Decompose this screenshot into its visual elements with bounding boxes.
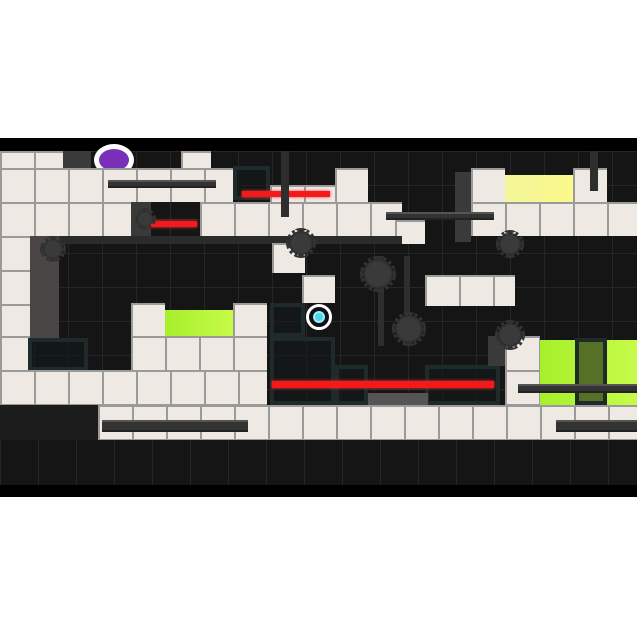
saw-blade-icon: [40, 236, 66, 262]
piston-pole: [281, 151, 289, 217]
wall-tiles: [131, 336, 267, 370]
floating-platform: [425, 275, 515, 306]
wall-tiles: [471, 202, 637, 236]
piston-pole: [378, 256, 384, 346]
wall-tiles: [131, 303, 165, 337]
wall-tiles: [302, 275, 335, 303]
wall-tiles: [181, 151, 211, 168]
lower-floor: [0, 440, 637, 485]
wall-tiles: [0, 370, 267, 405]
saw-blade-icon: [360, 256, 396, 292]
piston-pole: [590, 151, 598, 191]
wall-tiles: [233, 303, 267, 337]
cage-block: [28, 338, 88, 371]
saw-blade-icon: [134, 208, 156, 230]
wall-tiles: [471, 168, 505, 202]
ledge-shadow: [30, 236, 402, 244]
goal-zone: [505, 175, 573, 202]
saw-blade-icon: [495, 320, 525, 350]
cage-ladder: [575, 338, 607, 405]
cage-block: [270, 303, 305, 337]
piston-pole: [404, 256, 410, 336]
wall-tiles: [0, 202, 131, 236]
wall-tiles: [335, 168, 368, 202]
game-viewport: [0, 138, 637, 497]
rail-platform: [108, 180, 216, 188]
rail-platform: [518, 384, 637, 393]
laser-beam: [145, 221, 197, 227]
rail-platform: [102, 420, 248, 432]
wall-tiles: [200, 202, 402, 236]
laser-beam: [272, 381, 494, 388]
rail-platform: [386, 212, 494, 220]
player-orb-icon: [306, 304, 332, 330]
wall-shade: [63, 151, 91, 168]
wall-shade: [455, 172, 471, 242]
wall-tiles: [0, 236, 30, 338]
cage-block: [270, 337, 335, 405]
floor-shade: [368, 393, 428, 405]
acid-pool: [165, 310, 233, 337]
saw-blade-icon: [286, 228, 316, 258]
rail-platform: [556, 420, 637, 432]
saw-blade-icon: [392, 312, 426, 346]
saw-blade-icon: [496, 230, 524, 258]
wall-tiles: [0, 151, 63, 168]
dark-floor: [0, 405, 98, 440]
player-core: [313, 311, 325, 323]
wall-tiles: [0, 336, 30, 370]
